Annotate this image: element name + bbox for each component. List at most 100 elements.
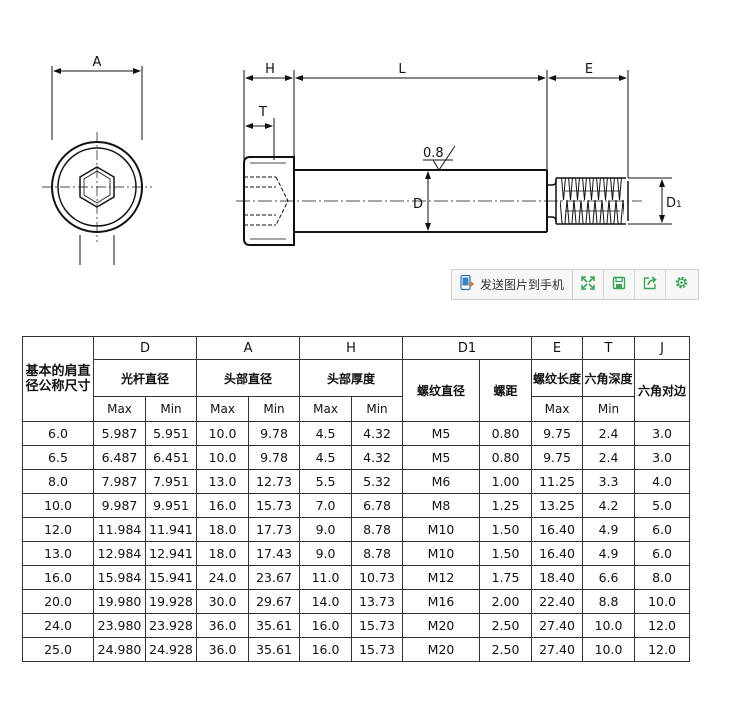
cell-basic-size: 8.0 <box>22 469 94 494</box>
cell-j: 6.0 <box>634 517 691 542</box>
header-d-max: Max <box>93 396 146 422</box>
cell-e-max: 18.40 <box>531 565 584 590</box>
cell-basic-size: 6.0 <box>22 421 94 446</box>
expand-icon <box>581 275 595 294</box>
cell-d-min: 7.951 <box>144 469 198 494</box>
cell-t-min: 2.4 <box>582 445 636 470</box>
header-hex-depth: 六角深度 <box>582 359 636 397</box>
cell-basic-size: 6.5 <box>22 445 94 470</box>
cell-basic-size: 20.0 <box>22 589 94 614</box>
share-icon <box>643 275 657 294</box>
save-button[interactable] <box>604 270 636 299</box>
header-H: H <box>299 336 404 360</box>
header-h-min: Min <box>351 396 404 422</box>
cell-d-max: 9.987 <box>93 493 146 518</box>
dim-label-L: L <box>398 62 406 77</box>
cell-thread-diameter: M20 <box>402 613 481 638</box>
cell-e-max: 16.40 <box>531 517 584 542</box>
cell-e-max: 9.75 <box>531 445 584 470</box>
cell-j: 5.0 <box>634 493 691 518</box>
cell-t-min: 6.6 <box>582 565 636 590</box>
cell-j: 12.0 <box>634 637 691 662</box>
cell-h-min: 5.32 <box>351 469 404 494</box>
cell-h-max: 9.0 <box>299 541 353 566</box>
cell-h-min: 4.32 <box>351 445 404 470</box>
cell-d-min: 11.941 <box>144 517 198 542</box>
cell-h-max: 7.0 <box>299 493 353 518</box>
cell-a-min: 29.67 <box>248 589 301 614</box>
settings-button[interactable] <box>666 270 696 299</box>
cell-d-min: 6.451 <box>144 445 198 470</box>
header-J: J <box>634 336 691 360</box>
header-D1: D1 <box>402 336 533 360</box>
share-button[interactable] <box>635 270 667 299</box>
cell-a-min: 9.78 <box>248 421 301 446</box>
cell-h-min: 6.78 <box>351 493 404 518</box>
cell-d-max: 23.980 <box>93 613 146 638</box>
header-a-min: Min <box>248 396 301 422</box>
cell-j: 10.0 <box>634 589 691 614</box>
cell-e-max: 13.25 <box>531 493 584 518</box>
cell-a-max: 30.0 <box>196 589 250 614</box>
dim-label-A: A <box>93 55 102 70</box>
cell-h-max: 14.0 <box>299 589 353 614</box>
cell-basic-size: 24.0 <box>22 613 94 638</box>
cell-h-max: 4.5 <box>299 421 353 446</box>
cell-d-min: 12.941 <box>144 541 198 566</box>
phone-send-icon <box>460 274 475 294</box>
cell-d-max: 19.980 <box>93 589 146 614</box>
cell-d-max: 11.984 <box>93 517 146 542</box>
technical-drawing: A J H L E T <box>42 55 682 265</box>
cell-a-min: 12.73 <box>248 469 301 494</box>
cell-a-max: 18.0 <box>196 517 250 542</box>
cell-j: 6.0 <box>634 541 691 566</box>
cell-pitch: 2.00 <box>479 589 533 614</box>
cell-a-max: 36.0 <box>196 613 250 638</box>
header-thread-length: 螺纹长度 <box>531 359 584 397</box>
cell-pitch: 1.50 <box>479 517 533 542</box>
cell-h-min: 8.78 <box>351 541 404 566</box>
end-view: A J <box>42 55 152 265</box>
expand-button[interactable] <box>573 270 605 299</box>
cell-h-min: 15.73 <box>351 637 404 662</box>
cell-thread-diameter: M12 <box>402 565 481 590</box>
cell-d-min: 24.928 <box>144 637 198 662</box>
cell-d-min: 19.928 <box>144 589 198 614</box>
cell-t-min: 3.3 <box>582 469 636 494</box>
cell-d-max: 15.984 <box>93 565 146 590</box>
header-row-symbols: 基本的肩直径公称尺寸 D A H D1 E T J <box>22 336 691 422</box>
cell-a-max: 10.0 <box>196 421 250 446</box>
cell-pitch: 1.50 <box>479 541 533 566</box>
cell-t-min: 4.2 <box>582 493 636 518</box>
header-hex-across-flats: 六角对边 <box>634 359 691 422</box>
cell-d-min: 9.951 <box>144 493 198 518</box>
header-d-min: Min <box>144 396 198 422</box>
cell-pitch: 0.80 <box>479 421 533 446</box>
send-to-phone-label: 发送图片到手机 <box>480 278 565 292</box>
cell-pitch: 2.50 <box>479 637 533 662</box>
cell-h-max: 11.0 <box>299 565 353 590</box>
send-to-phone-button[interactable]: 发送图片到手机 <box>452 270 574 299</box>
cell-basic-size: 13.0 <box>22 541 94 566</box>
header-e-max: Max <box>531 396 584 422</box>
spec-table: 基本的肩直径公称尺寸 D A H D1 E T J 光杆直径 头部直径 头部厚度… <box>22 336 691 662</box>
cell-a-min: 35.61 <box>248 613 301 638</box>
cell-h-min: 10.73 <box>351 565 404 590</box>
cell-e-max: 11.25 <box>531 469 584 494</box>
header-D: D <box>92 336 198 360</box>
cell-a-min: 35.61 <box>248 637 301 662</box>
cell-d-min: 23.928 <box>144 613 198 638</box>
side-view: H L E T D 0.8 <box>236 62 682 246</box>
cell-j: 4.0 <box>634 469 691 494</box>
cell-h-min: 4.32 <box>351 421 404 446</box>
cell-basic-size: 25.0 <box>22 637 94 662</box>
cell-basic-size: 12.0 <box>22 517 94 542</box>
cell-a-max: 36.0 <box>196 637 250 662</box>
